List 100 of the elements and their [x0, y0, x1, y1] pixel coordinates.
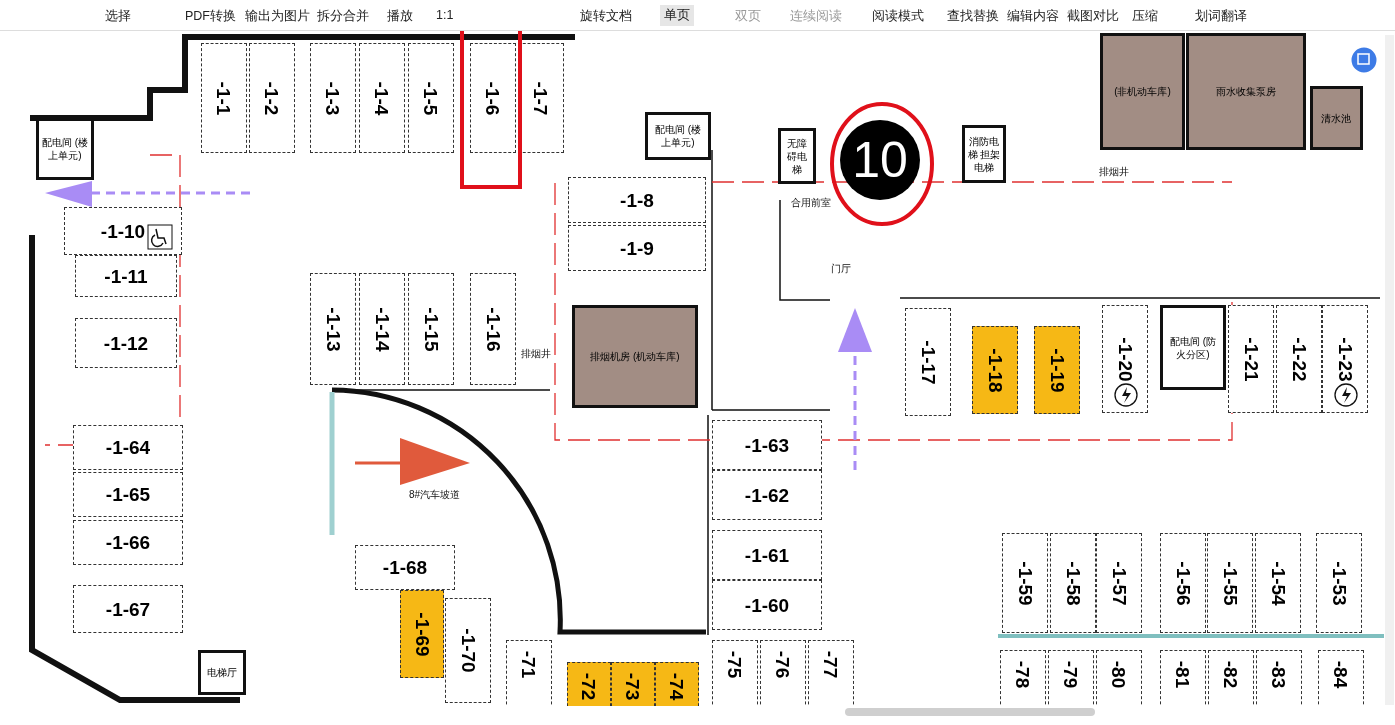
parking-space [1276, 305, 1322, 413]
parking-space [506, 640, 552, 706]
space-number: -1-6 [483, 81, 503, 115]
room [36, 118, 94, 180]
space-number: -1-11 [104, 266, 148, 286]
equipment-room [1186, 33, 1306, 150]
space-number: -1-16 [483, 306, 503, 352]
parking-space [1096, 533, 1142, 633]
toolbar-label: 旋转文档 [580, 8, 632, 25]
room-label: 消防电梯 担架电梯 [966, 134, 1002, 174]
space-number: -1-13 [323, 306, 343, 352]
parking-space [1228, 305, 1274, 413]
space-number: -1-14 [372, 306, 392, 352]
parking-space [73, 520, 183, 565]
space-number: -77 [821, 650, 841, 679]
space-number: -84 [1331, 660, 1351, 689]
marker-badge [840, 120, 920, 200]
space-number: -1-68 [382, 558, 428, 577]
parking-space [73, 472, 183, 517]
space-number: -1-9 [620, 238, 654, 258]
parking-space [1160, 533, 1206, 633]
toolbar-label: 划词翻译 [1195, 8, 1247, 25]
parking-space [73, 425, 183, 470]
parking-space [712, 470, 822, 520]
space-number: -1-60 [744, 595, 790, 615]
parking-space [808, 640, 854, 706]
space-number: -1-65 [105, 485, 151, 504]
parking-space [470, 273, 516, 385]
parking-space [1316, 533, 1362, 633]
toolbar-label: 编辑内容 [1007, 8, 1059, 25]
toolbar-label: 1:1 [436, 8, 454, 22]
parking-space [972, 326, 1018, 414]
space-number: -1-15 [421, 306, 441, 352]
space-number: -1-54 [1268, 560, 1288, 606]
space-number: -1-57 [1109, 560, 1129, 606]
space-number: -83 [1269, 660, 1289, 689]
parking-space [470, 43, 516, 153]
parking-space [400, 590, 444, 678]
toolbar-label: 阅读模式 [872, 8, 924, 25]
room-label: 无障碍电梯 [786, 136, 808, 176]
space-number: -1-66 [105, 533, 151, 552]
toolbar-label: 选择 [105, 8, 131, 25]
parking-space [1002, 533, 1048, 633]
parking-space [408, 273, 454, 385]
parking-space [905, 308, 951, 416]
parking-space [1048, 650, 1094, 706]
parking-space [1208, 650, 1254, 706]
equipment-room [572, 305, 698, 408]
space-number: -1-22 [1289, 336, 1309, 382]
space-number: -76 [773, 650, 793, 679]
parking-space [408, 43, 454, 153]
room [778, 128, 816, 184]
space-number: -1-4 [372, 81, 392, 115]
space-number: -1-64 [105, 438, 151, 457]
room-label: 配电间 (楼上单元) [653, 123, 703, 149]
parking-space [712, 530, 822, 580]
parking-space [1256, 650, 1302, 706]
room-label: 电梯厅 [206, 666, 238, 679]
toolbar-label: 输出为图片 [245, 8, 310, 25]
parking-space [1160, 650, 1206, 706]
parking-space [75, 255, 177, 297]
parking-space [73, 585, 183, 633]
area-label: 排烟井 [520, 347, 552, 361]
room [962, 125, 1006, 183]
space-number: -1-55 [1220, 560, 1240, 606]
space-number: -72 [579, 672, 599, 701]
toolbar-label: 单页 [660, 5, 694, 26]
space-number: -1-2 [262, 81, 282, 115]
parking-space [75, 318, 177, 368]
parking-space [64, 207, 182, 255]
space-number: -71 [519, 650, 539, 679]
space-number: -79 [1061, 660, 1081, 689]
toolbar-label: 压缩 [1132, 8, 1158, 25]
toolbar-label: 双页 [735, 8, 761, 25]
badge-number: 10 [852, 135, 908, 185]
space-number: -1-59 [1015, 560, 1035, 606]
parking-space [1102, 305, 1148, 413]
toolbar-label: 播放 [387, 8, 413, 25]
space-number: -1-23 [1335, 336, 1355, 382]
parking-space [201, 43, 247, 153]
area-label: 排烟井 [1098, 165, 1130, 179]
room-label: 配电间 (楼上单元) [41, 136, 89, 162]
space-number: -1-3 [323, 81, 343, 115]
area-label: 门厅 [830, 262, 852, 276]
space-number: -74 [667, 672, 687, 701]
parking-space [1034, 326, 1080, 414]
space-number: -81 [1173, 660, 1193, 689]
space-number: -1-21 [1241, 336, 1261, 382]
parking-space [1000, 650, 1046, 706]
parking-space [359, 43, 405, 153]
room [198, 650, 246, 695]
parking-space [712, 420, 822, 470]
parking-space [712, 580, 822, 630]
parking-space [249, 43, 295, 153]
toolbar-label: 拆分合并 [317, 8, 369, 25]
parking-space [568, 177, 706, 223]
equipment-room [1100, 33, 1185, 150]
space-number: -73 [623, 672, 643, 701]
space-number: -1-58 [1063, 560, 1083, 606]
space-number: -1-5 [421, 81, 441, 115]
